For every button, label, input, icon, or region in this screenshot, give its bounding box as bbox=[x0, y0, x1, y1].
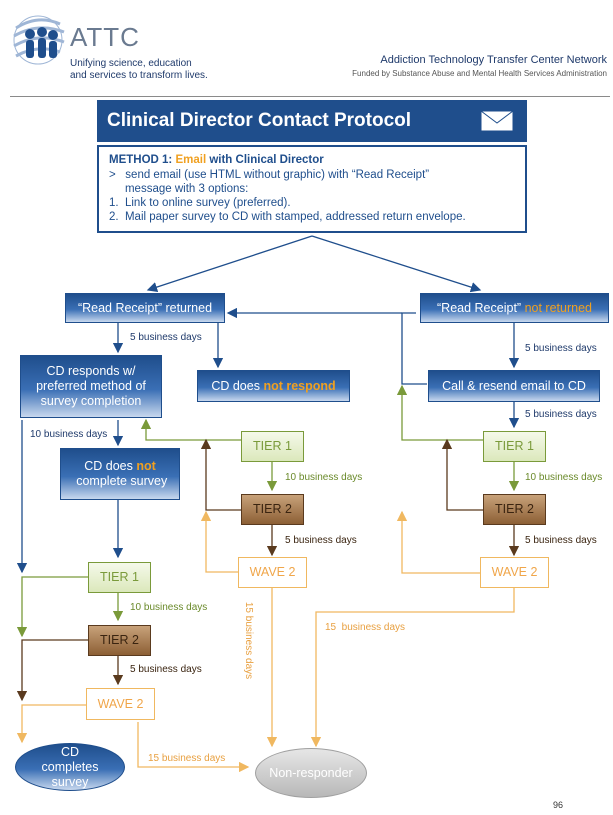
cd-not-complete-text: CD does not complete survey bbox=[67, 459, 173, 489]
header-divider bbox=[10, 96, 610, 97]
logo-wordmark: ATTC bbox=[70, 22, 140, 52]
cd-not-complete-label: CD does bbox=[84, 459, 137, 473]
method-1-line: > send email (use HTML without graphic) … bbox=[109, 169, 430, 181]
edge-label-5-business-days: 5 business days bbox=[525, 535, 597, 546]
method-1-label-suffix: with Clinical Director bbox=[206, 154, 324, 166]
wave-2-node-middle: WAVE 2 bbox=[238, 557, 307, 588]
tagline-line-1: Unifying science, education bbox=[70, 58, 192, 69]
org-name: Addiction Technology Transfer Center Net… bbox=[380, 54, 607, 66]
cd-does-not-complete-node: CD does not complete survey bbox=[60, 448, 180, 500]
edge-label-15-business-days: 15 business days bbox=[148, 753, 226, 764]
edge-label-5-business-days: 5 business days bbox=[525, 343, 597, 354]
tagline-line-2: and services to transform lives. bbox=[70, 70, 208, 81]
not-respond-highlight: not respond bbox=[263, 378, 336, 393]
method-1-heading: METHOD 1: Email with Clinical Director bbox=[109, 153, 515, 167]
org-funding: Funded by Substance Abuse and Mental Hea… bbox=[352, 69, 607, 78]
edge-label-5-business-days: 5 business days bbox=[285, 535, 357, 546]
edge-label-10-business-days: 10 business days bbox=[130, 602, 208, 613]
attc-logo: ATTC Unifying science, education and ser… bbox=[10, 8, 210, 81]
edge-label-10-business-days: 10 business days bbox=[525, 472, 603, 483]
read-receipt-returned-node: “Read Receipt” returned bbox=[65, 293, 225, 323]
edge-label-15-business-days-vertical: 15 business days bbox=[243, 601, 255, 680]
method-1-label: METHOD 1: bbox=[109, 154, 176, 166]
wave-2-node-right: WAVE 2 bbox=[480, 557, 549, 588]
edge-label-5-business-days: 5 business days bbox=[130, 664, 202, 675]
edge-label-15-business-days: 15 business days bbox=[325, 622, 406, 633]
cd-completes-label: CD completes survey bbox=[41, 744, 99, 789]
edge-label-5-business-days: 5 business days bbox=[525, 409, 597, 420]
edge-label-10-business-days: 10 business days bbox=[30, 429, 108, 440]
tier-2-node-left: TIER 2 bbox=[88, 625, 151, 656]
method-1-line: 1. Link to online survey (preferred). bbox=[109, 197, 291, 209]
envelope-icon bbox=[480, 110, 514, 132]
wave-2-node-left: WAVE 2 bbox=[86, 688, 155, 720]
cd-does-not-respond-node: CD does not respond bbox=[197, 370, 350, 402]
method-1-box: METHOD 1: Email with Clinical Director >… bbox=[97, 145, 527, 233]
page-number: 96 bbox=[553, 800, 564, 810]
page-title: Clinical Director Contact Protocol bbox=[107, 110, 412, 131]
not-complete-highlight: not bbox=[136, 459, 156, 473]
non-responder-node: Non-responder bbox=[255, 748, 367, 798]
not-returned-highlight: not returned bbox=[524, 300, 592, 315]
attc-logo-icon bbox=[13, 15, 65, 65]
tier-2-node-right: TIER 2 bbox=[483, 494, 546, 525]
method-1-line: message with 3 options: bbox=[109, 183, 249, 195]
read-receipt-not-returned-label: “Read Receipt” bbox=[437, 300, 525, 315]
read-receipt-not-returned-node: “Read Receipt” not returned bbox=[420, 293, 609, 323]
call-resend-email-node: Call & resend email to CD bbox=[428, 370, 600, 402]
cd-completes-survey-node: CD completes survey bbox=[15, 743, 125, 791]
page-title-bar: Clinical Director Contact Protocol bbox=[97, 100, 527, 142]
edge-label-10-business-days: 10 business days bbox=[285, 472, 363, 483]
edge-label-5-business-days: 5 business days bbox=[130, 332, 202, 343]
method-1-email-highlight: Email bbox=[175, 154, 207, 166]
tier-1-node-middle: TIER 1 bbox=[241, 431, 304, 462]
cd-responds-node: CD responds w/ preferred method of surve… bbox=[20, 355, 162, 418]
tier-1-node-right: TIER 1 bbox=[483, 431, 546, 462]
tier-2-node-middle: TIER 2 bbox=[241, 494, 304, 525]
cd-not-respond-label: CD does bbox=[211, 378, 264, 393]
tier-1-node-left: TIER 1 bbox=[88, 562, 151, 593]
cd-not-complete-suffix: complete survey bbox=[72, 474, 168, 488]
method-1-line: 2. Mail paper survey to CD with stamped,… bbox=[109, 211, 466, 223]
